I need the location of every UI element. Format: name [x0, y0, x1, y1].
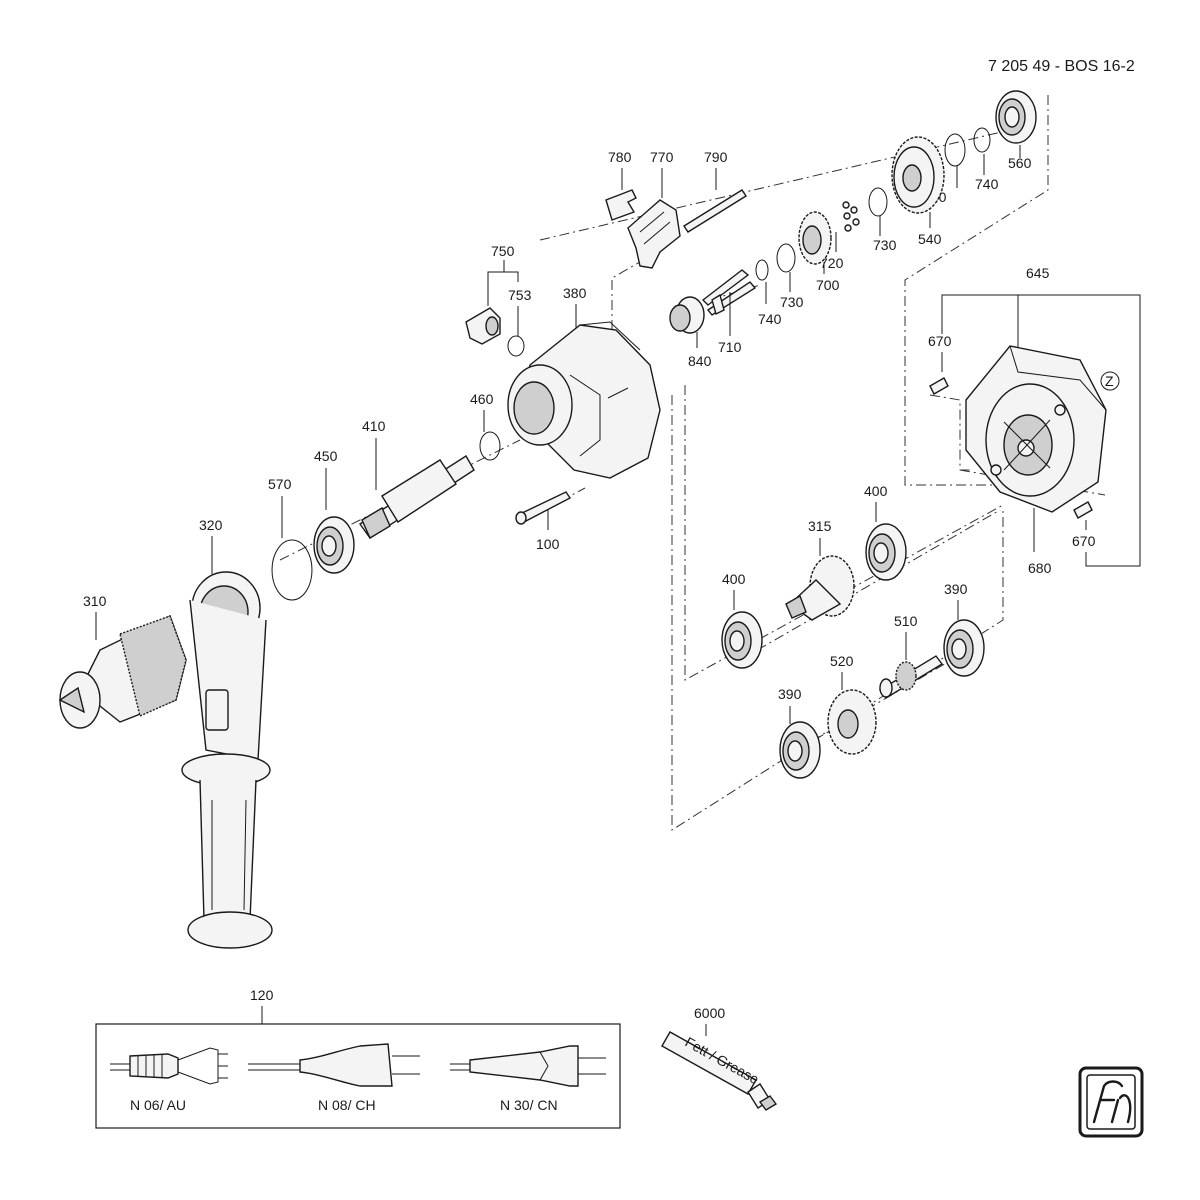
- bearing-450: [313, 468, 355, 574]
- label-400-upper: 400: [864, 483, 888, 499]
- bearing-400-upper: [865, 502, 907, 581]
- gear-housing-380: [507, 304, 661, 479]
- retaining-ring-570: [271, 496, 313, 601]
- bracket-750: [487, 260, 519, 306]
- spindle-410: [359, 438, 475, 540]
- zone-marker-z: Z: [1105, 373, 1114, 389]
- gear-540: [891, 136, 945, 228]
- label-680: 680: [1028, 560, 1052, 576]
- bushing-840: [669, 296, 705, 348]
- o-ring-753: [507, 306, 525, 357]
- knob-750: [465, 307, 501, 345]
- label-670-upper: 670: [928, 333, 952, 349]
- pin-670-lower: [1073, 501, 1093, 530]
- label-770: 770: [650, 149, 674, 165]
- label-410: 410: [362, 418, 386, 434]
- pin-670-upper: [929, 377, 949, 395]
- label-750: 750: [491, 243, 515, 259]
- auxiliary-handle-320: [181, 536, 273, 949]
- label-315: 315: [808, 518, 832, 534]
- label-450: 450: [314, 448, 338, 464]
- label-390-upper: 390: [944, 581, 968, 597]
- pin-790: [683, 168, 747, 233]
- label-780: 780: [608, 149, 632, 165]
- label-570: 570: [268, 476, 292, 492]
- pinion-510: [878, 632, 944, 699]
- gear-700: [798, 211, 832, 274]
- label-460: 460: [470, 391, 494, 407]
- switch-slider-770: [627, 168, 681, 269]
- grease-tube-6000: [661, 1024, 778, 1111]
- label-400-lower: 400: [722, 571, 746, 587]
- label-320: 320: [199, 517, 223, 533]
- label-540: 540: [918, 231, 942, 247]
- label-390-lower: 390: [778, 686, 802, 702]
- label-380: 380: [563, 285, 587, 301]
- label-520: 520: [830, 653, 854, 669]
- bracket-645: [941, 294, 1141, 567]
- gear-520: [827, 672, 877, 755]
- label-840: 840: [688, 353, 712, 369]
- circlip-740-lower: [755, 259, 769, 304]
- washer-730-lower: [776, 243, 796, 292]
- label-100: 100: [536, 536, 560, 552]
- drill-chuck-310: [58, 612, 187, 729]
- bearing-390-lower: [779, 706, 821, 779]
- gear-shaft-315: [785, 538, 855, 621]
- label-510: 510: [894, 613, 918, 629]
- label-790: 790: [704, 149, 728, 165]
- spring-clip-780: [605, 168, 637, 221]
- label-720: 720: [820, 255, 844, 271]
- label-730-lower: 730: [780, 294, 804, 310]
- label-120: 120: [250, 987, 274, 1003]
- label-710: 710: [718, 339, 742, 355]
- bearing-560: [995, 90, 1037, 158]
- washer-730-middle: [868, 187, 888, 236]
- label-740-lower: 740: [758, 311, 782, 327]
- label-730-middle: 730: [873, 237, 897, 253]
- plug-n30-cn: [450, 1045, 606, 1087]
- document-id: 7 205 49 - BOS 16-2: [988, 58, 1135, 75]
- bearing-390-upper: [943, 600, 985, 677]
- label-670-lower: 670: [1072, 533, 1096, 549]
- fein-logo: [1078, 1066, 1144, 1138]
- cable-variants-box: [95, 1023, 621, 1129]
- circlip-740-upper: [973, 127, 991, 175]
- plug-label-n08-ch: N 08/ CH: [318, 1097, 376, 1113]
- screw-100: [515, 491, 572, 530]
- label-6000: 6000: [694, 1005, 725, 1021]
- balls-720: [835, 201, 860, 252]
- label-310: 310: [83, 593, 107, 609]
- label-700: 700: [816, 277, 840, 293]
- label-740-upper: 740: [975, 176, 999, 192]
- plug-n06-au: [110, 1047, 228, 1085]
- plug-label-n06-au: N 06/ AU: [130, 1097, 186, 1113]
- plug-n08-ch: [248, 1043, 420, 1087]
- shift-rods-710: [701, 269, 757, 336]
- label-560: 560: [1008, 155, 1032, 171]
- plug-label-n30-cn: N 30/ CN: [500, 1097, 558, 1113]
- retaining-ring-460: [479, 410, 501, 461]
- label-645: 645: [1026, 265, 1050, 281]
- bearing-400-lower: [721, 590, 763, 669]
- label-753: 753: [508, 287, 532, 303]
- motor-housing-cover-680: [965, 345, 1120, 552]
- washer-730-upper: [944, 133, 966, 188]
